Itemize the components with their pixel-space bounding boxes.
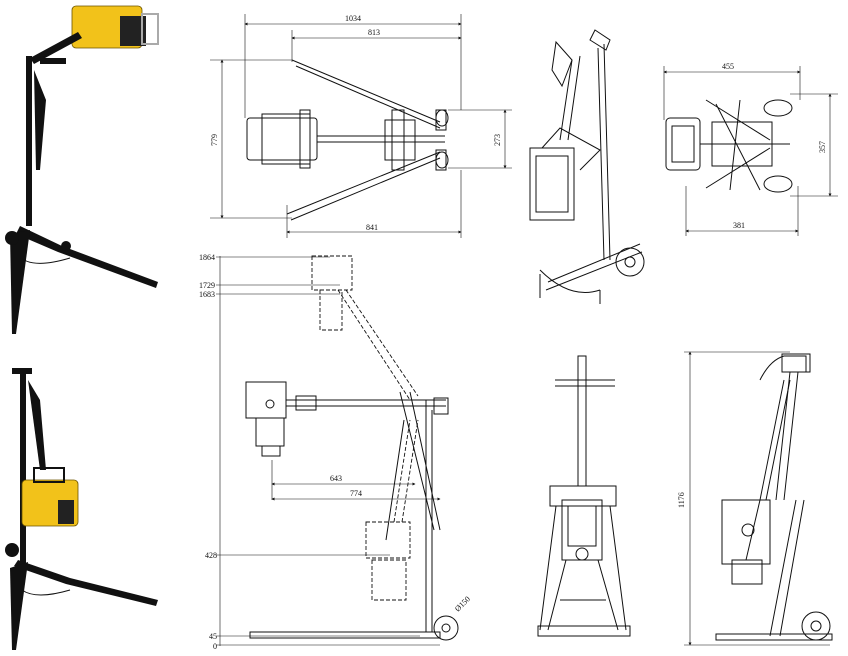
dim-841: 841 (366, 223, 378, 232)
iso-mast (559, 43, 611, 261)
dim-774: 774 (350, 489, 362, 498)
dim-813: 813 (368, 28, 380, 37)
small-wheel-bottom (763, 175, 793, 193)
iso-base (539, 243, 643, 293)
rs-arm (745, 379, 791, 561)
dim-455: 455 (722, 62, 734, 71)
lowered-head-dashed (365, 521, 411, 559)
iso-head-box (529, 147, 575, 221)
boom-arm (30, 32, 82, 64)
side-wheel (433, 615, 459, 641)
plan-leg-lower (286, 151, 441, 221)
top-plan-view: 1034 813 779 841 273 (210, 14, 512, 238)
dim-1034: 1034 (345, 14, 361, 23)
front-base (537, 625, 631, 637)
rs-head (721, 499, 771, 565)
side-elevation-view: 1864 1729 1683 428 45 0 643 (199, 253, 472, 651)
rs-handle (759, 355, 807, 381)
plan-leg-upper (291, 59, 441, 129)
side-base-leg (249, 631, 441, 639)
dim-273: 273 (493, 134, 502, 146)
dim-1683: 1683 (199, 290, 215, 299)
front-elevation-view (537, 355, 631, 637)
base-leg-long-2 (14, 560, 158, 606)
dim-779: 779 (210, 134, 219, 146)
product-render-lowered (5, 368, 158, 650)
product-render-raised (5, 5, 159, 334)
wheel-left-2 (5, 543, 19, 557)
small-plan-view: 455 357 381 (663, 62, 838, 236)
dim-1864: 1864 (199, 253, 215, 262)
dim-1729: 1729 (199, 281, 215, 290)
mast-column (26, 56, 32, 226)
mast-column-2 (20, 368, 26, 568)
dim-643: 643 (330, 474, 342, 483)
front-carriage (549, 485, 617, 507)
side-head-solid (245, 381, 287, 419)
plan-head-box (246, 117, 318, 161)
mast-strut (34, 70, 46, 170)
side-mast (399, 391, 441, 632)
dim-428: 428 (205, 551, 217, 560)
head-handle (141, 13, 159, 45)
right-side-view: 1176 (677, 351, 833, 646)
base-leg-rear (10, 230, 30, 334)
dim-357: 357 (818, 141, 827, 153)
rs-wheel (801, 611, 831, 641)
base-leg-long (16, 226, 158, 288)
dim-381: 381 (733, 221, 745, 230)
rs-base (715, 633, 833, 641)
isometric-view (529, 29, 645, 304)
small-wheel-top (763, 99, 793, 117)
iso-wheel (615, 247, 645, 277)
front-legs (539, 505, 627, 631)
wheel-left-1 (5, 231, 19, 245)
dim-0: 0 (213, 642, 217, 651)
dim-1176: 1176 (677, 492, 686, 508)
dim-45: 45 (209, 632, 217, 641)
dim-wheel-dia: Ø150 (453, 594, 472, 613)
front-mast (577, 355, 587, 487)
